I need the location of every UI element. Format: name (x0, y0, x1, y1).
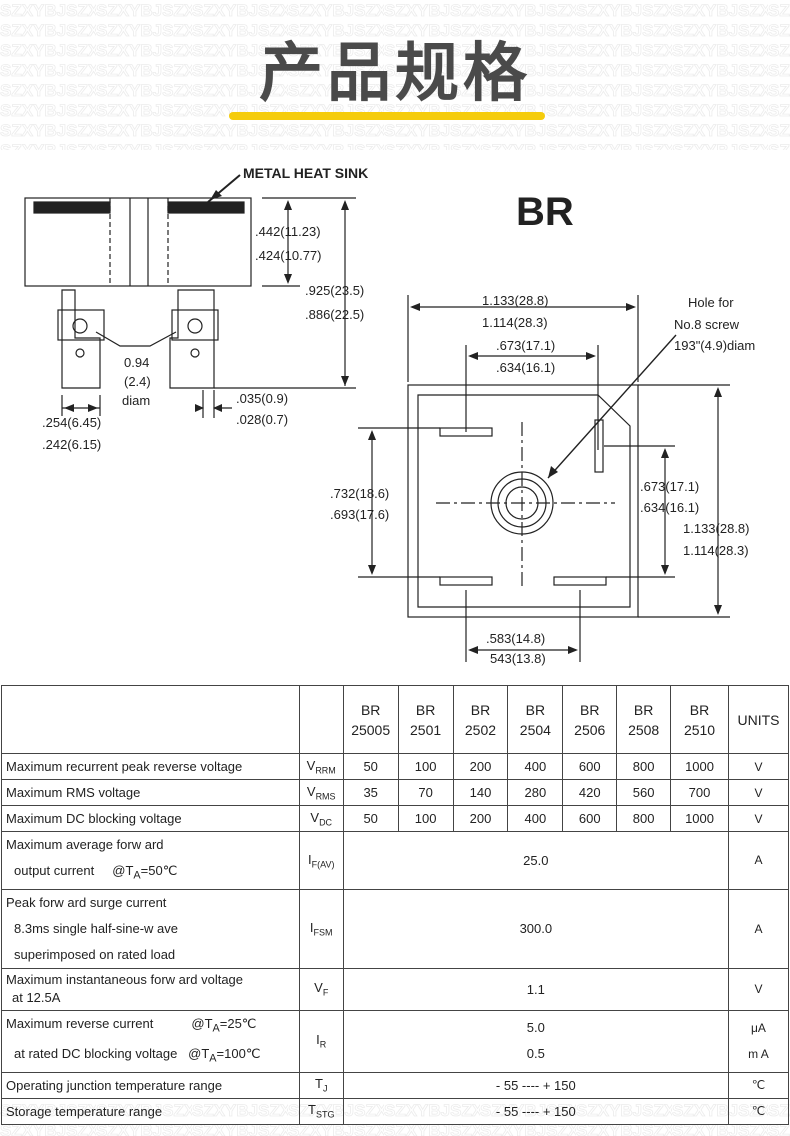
symbol: IR (298, 1009, 344, 1073)
svg-text:.693(17.6): .693(17.6) (330, 507, 389, 522)
heat-sink-label: METAL HEAT SINK (243, 165, 368, 181)
table-row: Maximum recurrent peak reverse voltage V… (1, 753, 790, 780)
svg-text:.583(14.8): .583(14.8) (486, 631, 545, 646)
svg-text:.886(22.5): .886(22.5) (305, 307, 364, 322)
svg-text:193"(4.9)diam: 193"(4.9)diam (674, 338, 755, 353)
svg-text:.673(17.1): .673(17.1) (496, 338, 555, 353)
table-row: Maximum DC blocking voltage VDC 50 100 2… (1, 805, 790, 832)
title-underline (229, 112, 545, 120)
table-row: Storage temperature range TSTG - 55 ----… (1, 1097, 790, 1125)
symbol: IFSM (298, 888, 344, 969)
table-row: Maximum reverse current@TA=25℃ at rated … (1, 1009, 790, 1073)
side-view-body (24, 197, 252, 287)
svg-text:.254(6.45): .254(6.45) (42, 415, 101, 430)
svg-text:1.114(28.3): 1.114(28.3) (683, 543, 749, 558)
symbol: IF(AV) (298, 831, 344, 890)
table-row: Operating junction temperature range TJ … (1, 1071, 790, 1099)
lead-left (61, 289, 101, 389)
param-label: Maximum average forw ard output current … (1, 831, 300, 890)
svg-text:.634(16.1): .634(16.1) (640, 500, 699, 515)
svg-text:.035(0.9): .035(0.9) (236, 391, 288, 406)
symbol: VF (298, 967, 344, 1011)
lead-right (169, 289, 215, 389)
units-header: UNITS (727, 685, 790, 754)
svg-text:.925(23.5): .925(23.5) (305, 283, 364, 298)
symbol: TJ (298, 1071, 344, 1099)
param-label: Storage temperature range (1, 1097, 300, 1125)
svg-text:Hole for: Hole for (688, 295, 734, 310)
svg-text:.028(0.7): .028(0.7) (236, 412, 288, 427)
svg-text:1.133(28.8): 1.133(28.8) (683, 521, 750, 536)
svg-text:.634(16.1): .634(16.1) (496, 360, 555, 375)
symbol: VRMS (298, 779, 344, 806)
svg-text:.673(17.1): .673(17.1) (640, 479, 699, 494)
page-title: 产品规格 (259, 37, 531, 111)
svg-text:.732(18.6): .732(18.6) (330, 486, 389, 501)
param-label: Maximum RMS voltage (1, 779, 300, 806)
param-label: Maximum DC blocking voltage (1, 805, 300, 832)
param-label: Maximum reverse current@TA=25℃ at rated … (1, 1009, 300, 1073)
symbol: TSTG (298, 1097, 344, 1125)
svg-text:No.8 screw: No.8 screw (674, 317, 740, 332)
param-label: Peak forw ard surge current 8.3ms single… (1, 888, 300, 969)
svg-text:diam: diam (122, 393, 150, 408)
symbol: VRRM (298, 753, 344, 780)
heat-sink-right (167, 201, 245, 214)
svg-text:1.114(28.3): 1.114(28.3) (482, 315, 548, 330)
svg-text:(2.4): (2.4) (124, 374, 151, 389)
table-row: Maximum RMS voltage VRMS 35 70 140 280 4… (1, 779, 790, 806)
series-label: BR (516, 190, 574, 234)
table-row: Peak forw ard surge current 8.3ms single… (1, 888, 790, 969)
svg-text:0.94: 0.94 (124, 355, 149, 370)
heat-sink-left (33, 201, 111, 214)
svg-text:543(13.8): 543(13.8) (490, 651, 546, 666)
svg-text:.424(10.77): .424(10.77) (255, 248, 322, 263)
param-label: Maximum recurrent peak reverse voltage (1, 753, 300, 780)
svg-text:1.133(28.8): 1.133(28.8) (482, 293, 549, 308)
symbol: VDC (298, 805, 344, 832)
svg-text:.442(11.23): .442(11.23) (255, 224, 321, 239)
table-row: Maximum average forw ard output current … (1, 831, 790, 890)
dimension-drawing: METAL HEAT SINK BR .442(11.23) .424(10.7… (24, 165, 755, 666)
svg-text:.242(6.15): .242(6.15) (42, 437, 101, 452)
top-view-outline (407, 384, 639, 618)
param-label: Operating junction temperature range (1, 1071, 300, 1099)
